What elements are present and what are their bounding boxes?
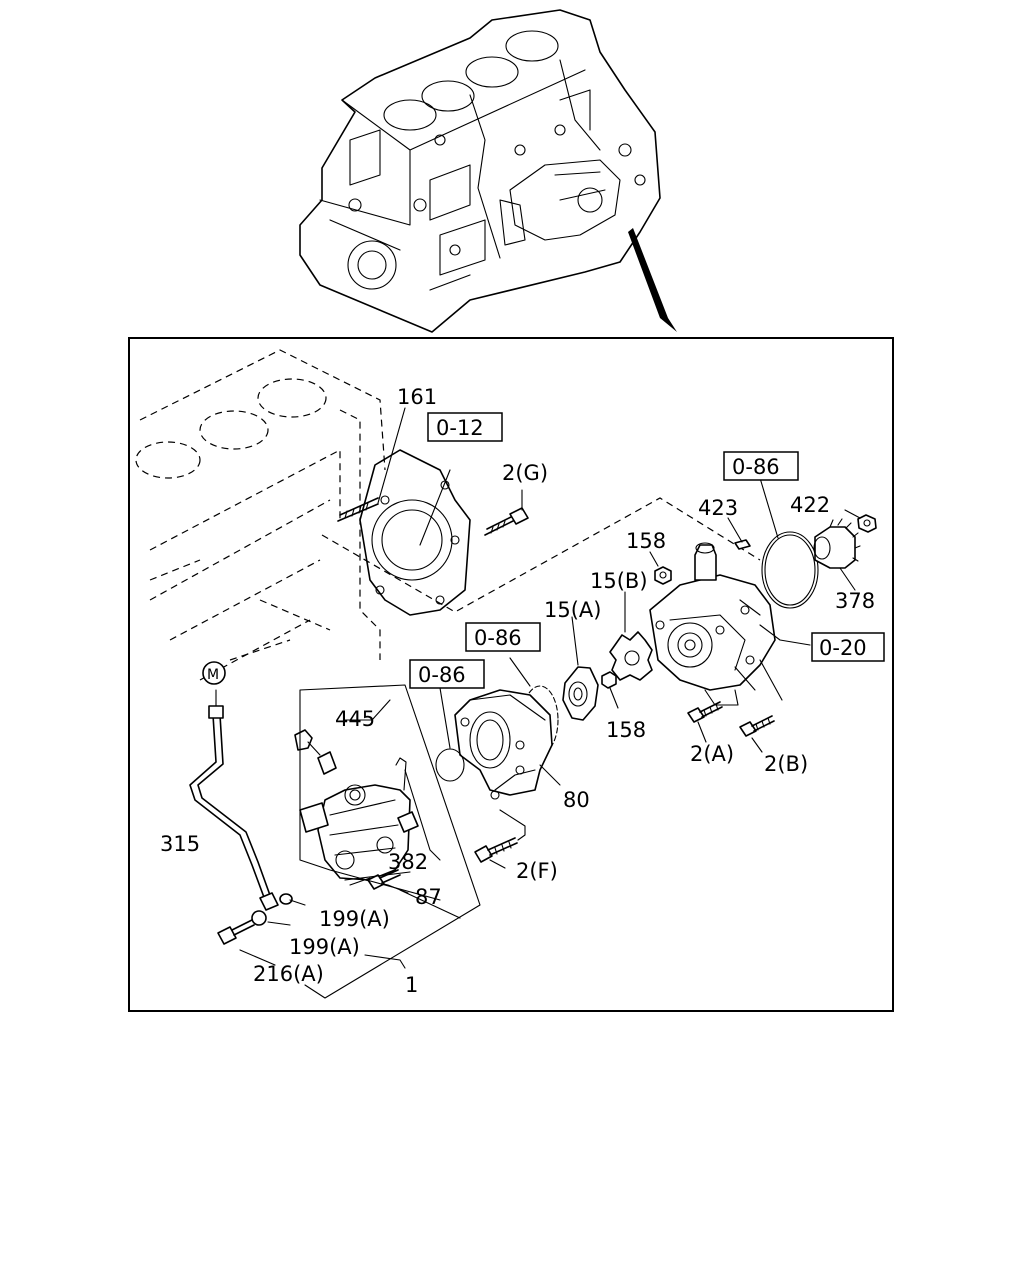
callout-199a-upper: 199(A): [319, 907, 390, 931]
callout-382: 382: [388, 850, 428, 874]
nut-422: [844, 509, 877, 533]
assembly-line-main: [321, 497, 761, 613]
ref-box-0-20: [811, 632, 885, 662]
callout-445: 445: [335, 707, 375, 731]
stud-161: [337, 407, 406, 522]
nut-158-bottom: [601, 671, 619, 709]
callout-0-86-right: 0-86: [732, 455, 780, 479]
o-ring-right: [761, 531, 819, 609]
callout-199a-lower: 199(A): [289, 935, 360, 959]
callout-2f: 2(F): [516, 859, 558, 883]
engine-block-overview: [299, 9, 677, 333]
callout-158-bottom: 158: [606, 718, 646, 742]
o-ring-left: [435, 748, 465, 782]
bolt-216a: [217, 919, 255, 945]
bolt-2f: [474, 809, 526, 869]
ref-box-0-12: [427, 412, 503, 442]
callout-0-86-left: 0-86: [418, 663, 466, 687]
callout-15a: 15(A): [544, 598, 601, 622]
washer-199a-2: [251, 910, 267, 926]
callout-315: 315: [160, 832, 200, 856]
engine-block-detail: [135, 349, 471, 681]
callout-15b: 15(B): [590, 569, 648, 593]
housing-80: [454, 689, 561, 800]
callout-0-20: 0-20: [819, 636, 867, 660]
injection-pump-assembly: [294, 729, 441, 894]
callout-m: M: [207, 667, 219, 683]
callout-378: 378: [835, 589, 875, 613]
callout-2a: 2(A): [690, 742, 734, 766]
coupling-15a: [562, 616, 599, 721]
callout-2b: 2(B): [764, 752, 808, 776]
pipe-315: [189, 689, 279, 911]
connector-m-marker: [202, 661, 226, 685]
key-423: [734, 539, 751, 550]
callout-1: 1: [405, 973, 418, 997]
ref-box-0-86-middle: [465, 622, 541, 652]
washer-199a-1: [279, 893, 293, 905]
nut-158-top: [649, 551, 672, 585]
callout-158-top: 158: [626, 529, 666, 553]
assembly-bracket-1: [299, 684, 481, 999]
callout-422: 422: [790, 493, 830, 517]
callout-0-86-middle: 0-86: [474, 626, 522, 650]
coupling-15b: [609, 591, 653, 681]
callout-80: 80: [563, 788, 590, 812]
callout-423: 423: [698, 496, 738, 520]
vacuum-pump: [649, 542, 811, 706]
bolt-2a: [687, 701, 723, 743]
callout-87: 87: [415, 885, 442, 909]
callout-161: 161: [397, 385, 437, 409]
bolt-2b: [739, 715, 775, 753]
gear-378: [813, 518, 861, 591]
callout-0-12: 0-12: [436, 416, 484, 440]
callout-216a: 216(A): [253, 962, 324, 986]
bolt-2g: [484, 489, 529, 536]
callout-2g: 2(G): [502, 461, 548, 485]
ref-box-0-86-left: [409, 659, 485, 689]
ref-box-0-86-right: [723, 451, 799, 481]
detail-frame: [128, 337, 894, 1012]
